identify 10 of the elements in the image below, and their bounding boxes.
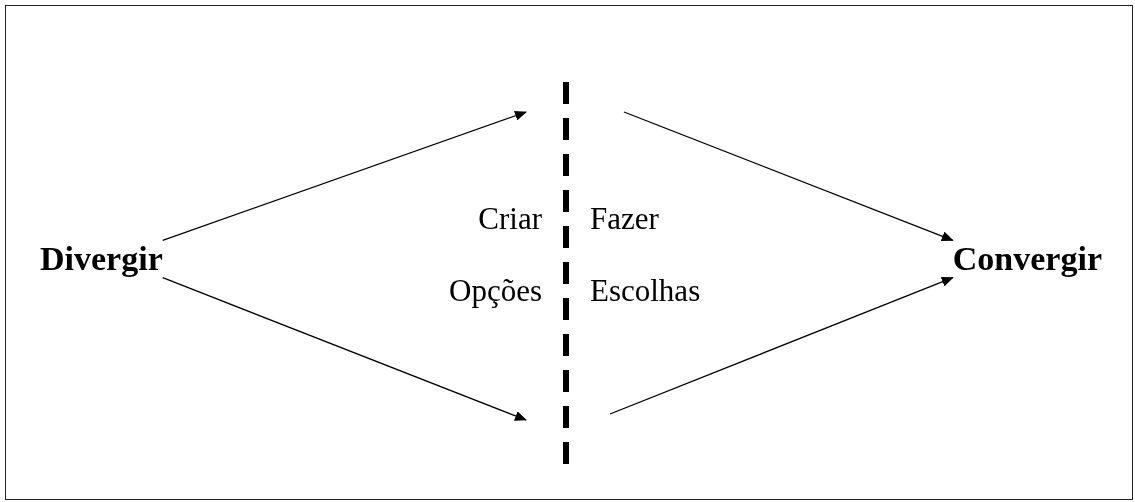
arrow bbox=[162, 110, 527, 241]
phase-label: Criar bbox=[477, 201, 542, 237]
stage-label: Convergir bbox=[952, 240, 1102, 278]
phase-label: Fazer bbox=[590, 201, 660, 237]
phase-label: Opções bbox=[448, 273, 542, 309]
arrow bbox=[162, 277, 527, 421]
arrow bbox=[609, 277, 954, 415]
arrow bbox=[623, 111, 954, 241]
stage-label: Divergir bbox=[40, 240, 163, 278]
phase-label: Escolhas bbox=[590, 273, 702, 309]
